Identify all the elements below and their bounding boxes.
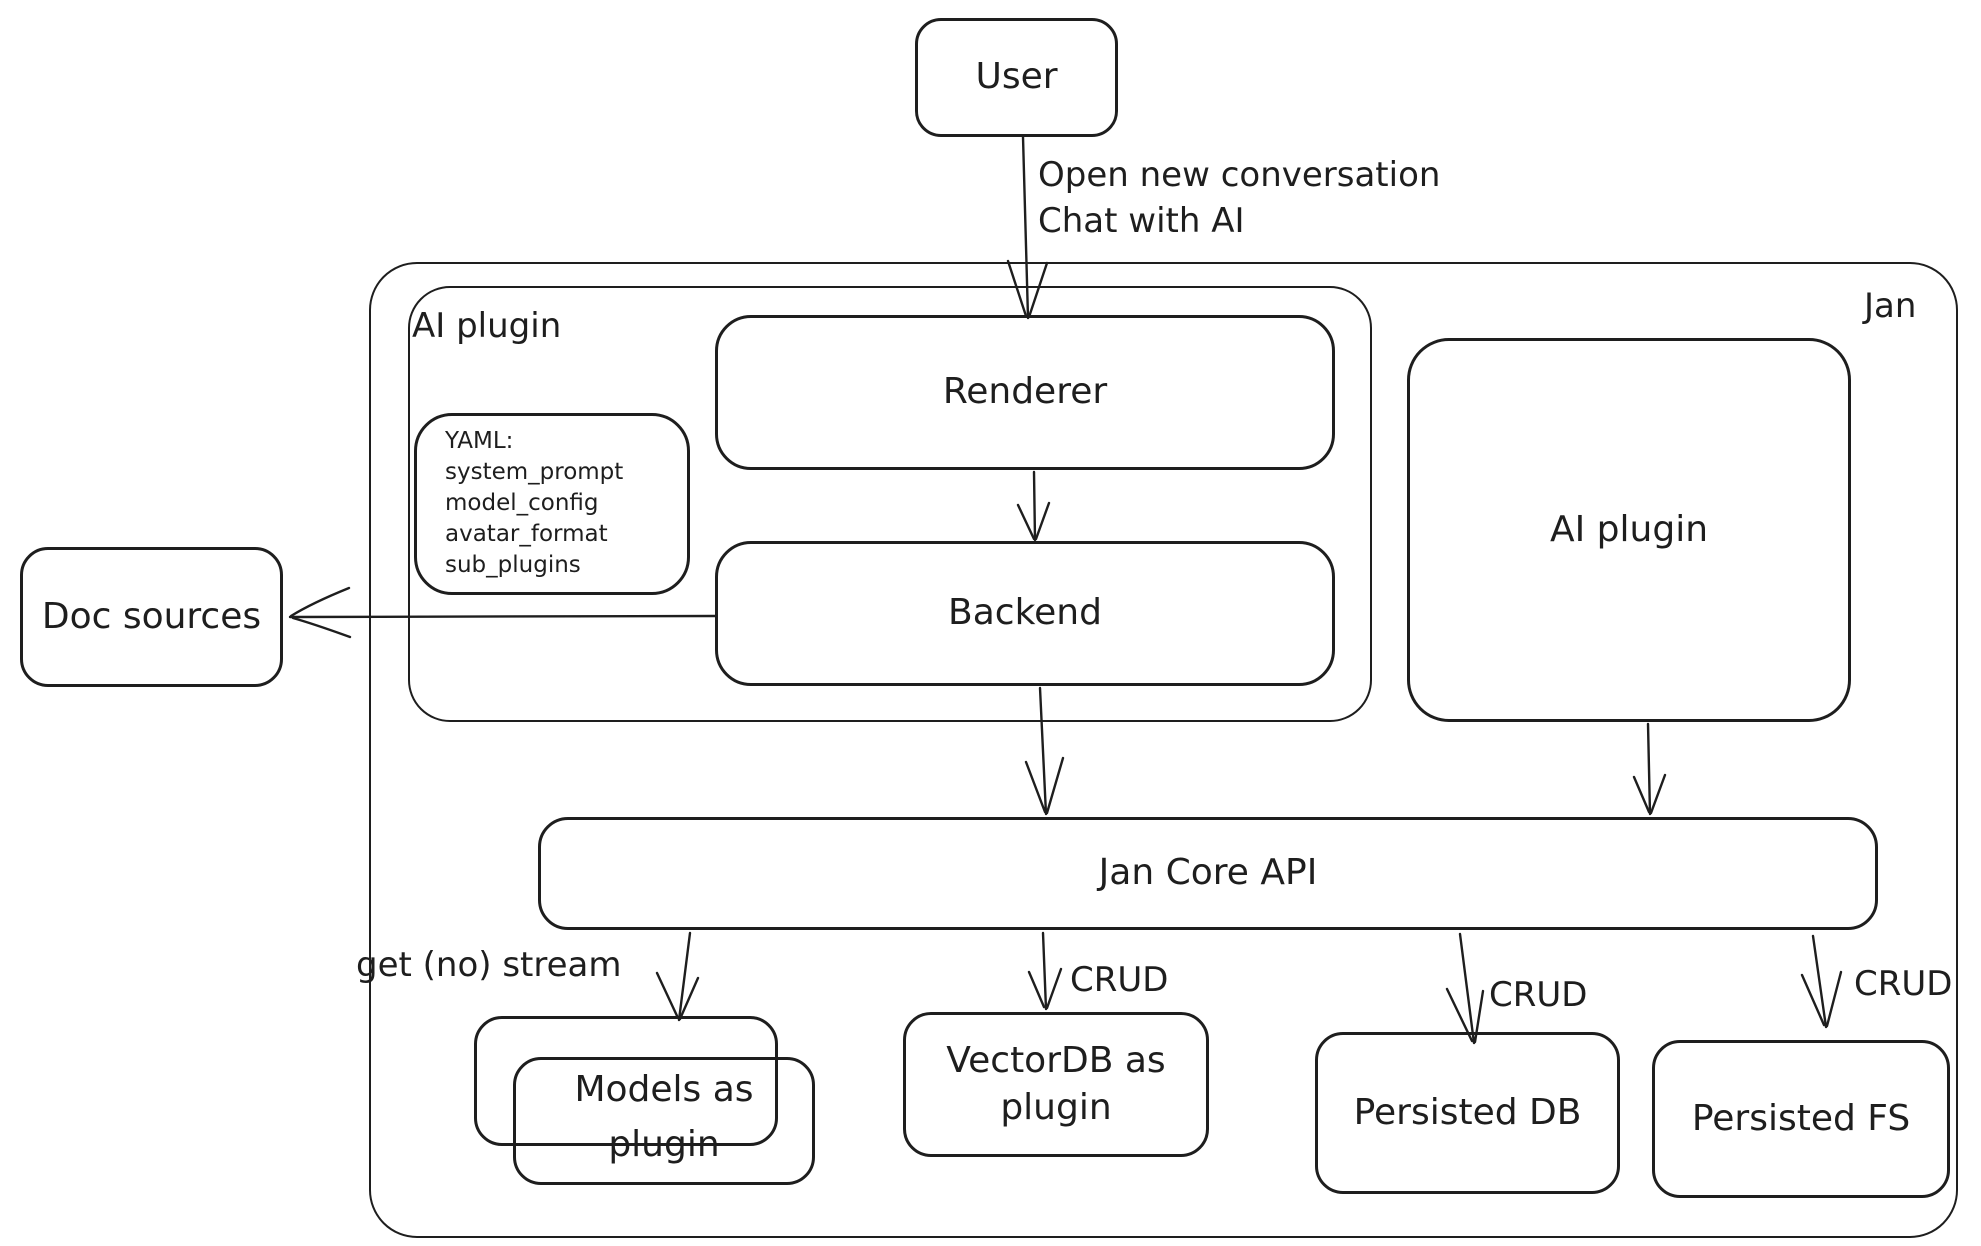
user-node: User (915, 18, 1118, 137)
vectordb-plugin-node-label: VectorDB as plugin (946, 1039, 1166, 1128)
yaml-note: YAML: system_prompt model_config avatar_… (414, 413, 690, 595)
user-flow-label: Open new conversation Chat with AI (1038, 152, 1440, 244)
doc-sources-node-label: Doc sources (41, 595, 262, 637)
persisted-db-node-label: Persisted DB (1353, 1091, 1582, 1133)
ai-plugin-right-node-label: AI plugin (1549, 508, 1709, 550)
jan-core-api-node-label: Jan Core API (1098, 852, 1318, 894)
backend-node: Backend (715, 541, 1335, 686)
yaml-note-line: system_prompt (445, 459, 624, 485)
ai-plugin-container-label: AI plugin (412, 306, 562, 346)
ai-plugin-right-node: AI plugin (1407, 338, 1851, 722)
persisted-fs-node-label: Persisted FS (1691, 1097, 1911, 1139)
crud-label-persisted-fs: CRUD (1854, 964, 1953, 1004)
crud-label-vectordb: CRUD (1070, 960, 1169, 1000)
user-node-label: User (975, 56, 1058, 98)
vectordb-plugin-node: VectorDB as plugin (903, 1012, 1209, 1157)
jan-container (369, 262, 1958, 1238)
jan-core-api-node: Jan Core API (538, 817, 1878, 930)
renderer-node-label: Renderer (942, 371, 1108, 413)
jan-container-label: Jan (1864, 286, 1917, 326)
doc-sources-node: Doc sources (20, 547, 283, 687)
models-plugin-back-box (474, 1016, 778, 1146)
persisted-fs-node: Persisted FS (1652, 1040, 1950, 1198)
yaml-note-line: YAML: (445, 428, 514, 454)
persisted-db-node: Persisted DB (1315, 1032, 1620, 1194)
backend-node-label: Backend (948, 592, 1102, 634)
renderer-node: Renderer (715, 315, 1335, 470)
ai-plugin-container (408, 286, 1372, 722)
yaml-note-line: avatar_format (445, 521, 608, 547)
get-no-stream-label: get (no) stream (356, 945, 622, 985)
user-flow-label-line1: Open new conversation (1038, 155, 1441, 195)
models-plugin-node-label: Models as plugin (574, 1069, 754, 1165)
user-flow-label-line2: Chat with AI (1038, 201, 1245, 241)
crud-label-persisted-db: CRUD (1489, 975, 1588, 1015)
models-plugin-node (513, 1057, 815, 1185)
yaml-note-line: model_config (445, 490, 599, 516)
yaml-note-line: sub_plugins (445, 552, 581, 578)
